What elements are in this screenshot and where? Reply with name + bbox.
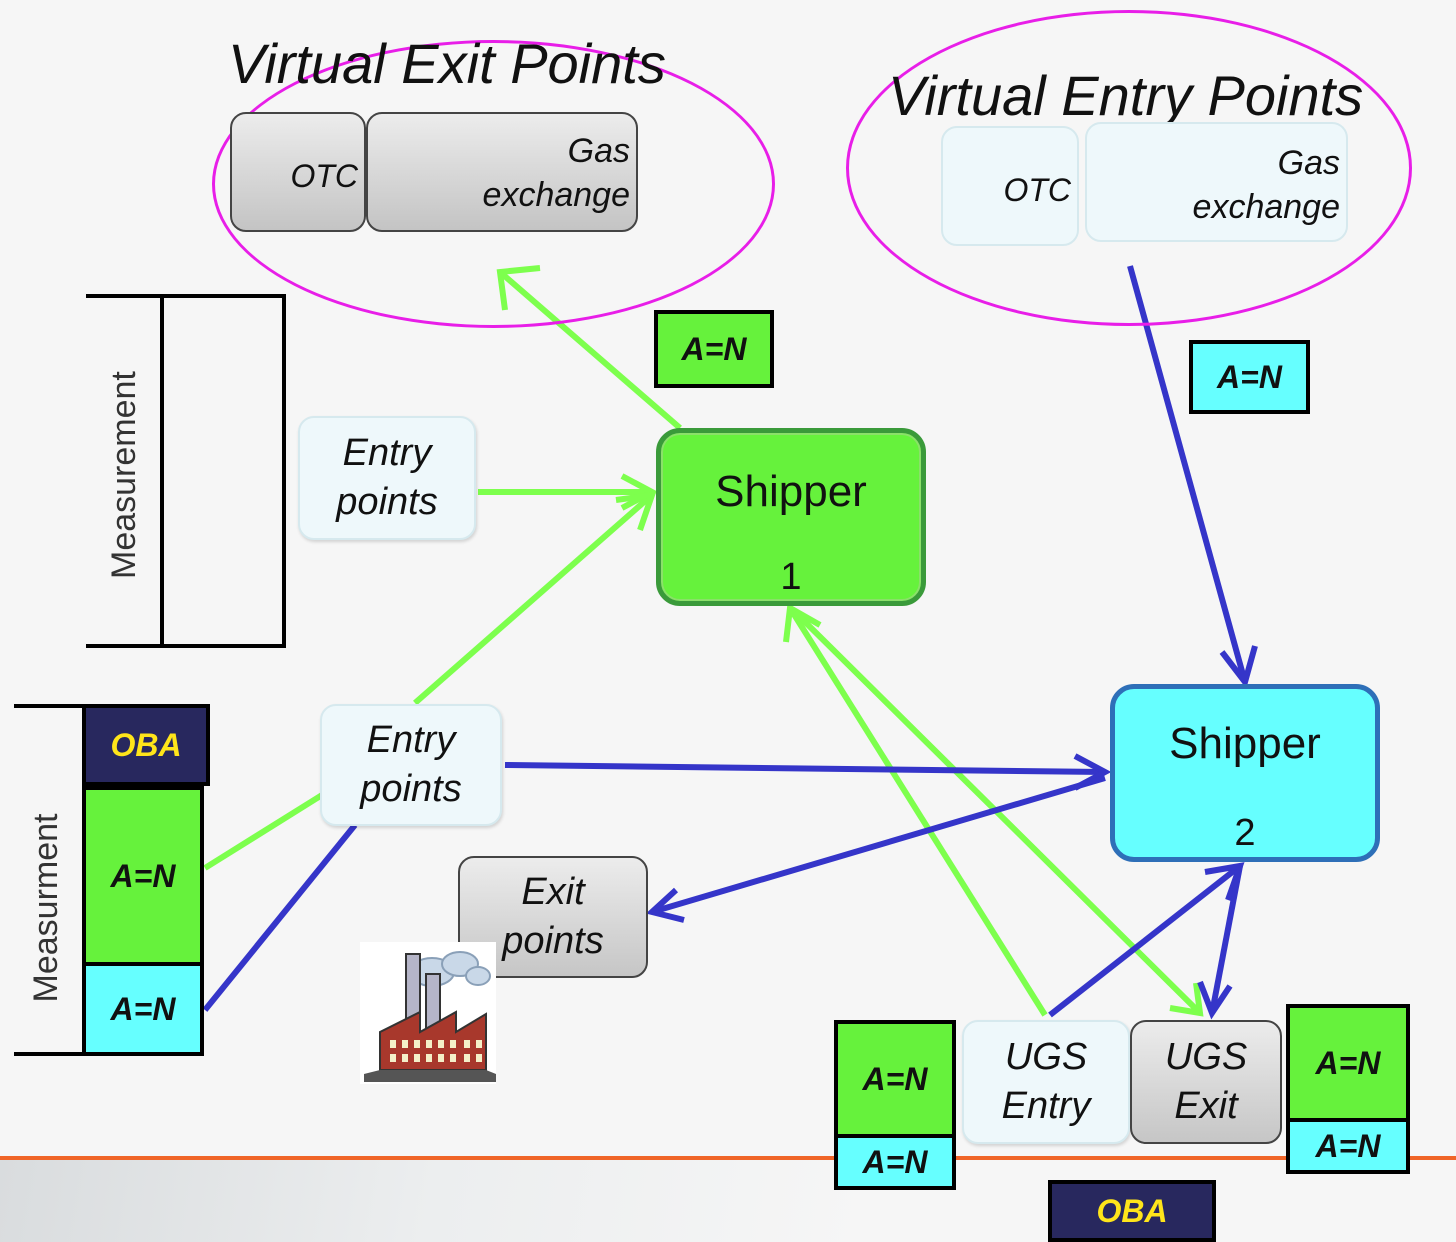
ugs-exit[interactable]: UGS Exit: [1130, 1020, 1282, 1144]
virtual-exit-otc: OTC: [230, 112, 366, 232]
entry-points-top[interactable]: Entry points: [298, 416, 476, 540]
arrow-shipper2-to-ugs-exit: [1209, 865, 1243, 1014]
exit-points-line2: points: [502, 920, 604, 962]
virtual-exit-gas-exchange: Gas exchange: [366, 112, 638, 232]
an-badge-ugs-entry-cyan: A=N: [834, 1134, 956, 1190]
entry-points-mid[interactable]: Entry points: [320, 704, 502, 826]
exit-points-line1: Exit: [521, 870, 585, 913]
exchange-label: exchange: [1192, 188, 1340, 226]
accent-line: [0, 1156, 1456, 1160]
virtual-exit-title: Virtual Exit Points: [228, 32, 666, 95]
shipper-1-number: 1: [780, 556, 802, 598]
entry-points-line2: points: [336, 481, 438, 523]
arrow-ugs-entry-to-shipper2: [1048, 863, 1242, 1018]
entry-points-line1: Entry: [342, 431, 432, 474]
ugs-entry[interactable]: UGS Entry: [962, 1020, 1130, 1144]
arrowhead: [615, 491, 657, 531]
an-badge-left-cyan: A=N: [82, 962, 204, 1056]
arrow-shipper2-to-exit: [651, 775, 1106, 915]
arrowhead: [1197, 980, 1233, 1020]
arrowhead: [1169, 982, 1204, 1017]
exchange-label: exchange: [482, 176, 630, 214]
an-badge-entry: A=N: [1189, 340, 1310, 414]
shipper-2-number: 2: [1234, 812, 1256, 854]
arrow-virtual-entry-to-shipper2: [1127, 265, 1248, 683]
shipper-1-name: Shipper: [715, 467, 867, 516]
ugs-exit-line2: Exit: [1174, 1085, 1238, 1127]
virtual-entry-gas-exchange: Gas exchange: [1085, 122, 1348, 242]
an-badge-left-green: A=N: [82, 786, 204, 966]
shipper-2-box[interactable]: Shipper 2: [1110, 684, 1380, 862]
an-badge-exit: A=N: [654, 310, 774, 388]
an-badge-ugs-entry-green: A=N: [834, 1020, 956, 1138]
gas-label: Gas: [1277, 144, 1340, 182]
an-badge-ugs-exit-cyan: A=N: [1286, 1118, 1410, 1174]
gas-label: Gas: [567, 132, 630, 170]
arrow-measurement-to-entry: [203, 792, 324, 871]
virtual-entry-otc: OTC: [941, 126, 1079, 246]
shipper-2-name: Shipper: [1169, 719, 1321, 768]
arrowhead: [783, 603, 822, 643]
factory-icon: [360, 942, 496, 1084]
arrow-measurement-to-entry-blue: [202, 823, 358, 1012]
measurement-bottom-label: Measurment: [27, 813, 65, 1003]
arrow-ugs-entry-to-shipper1: [787, 606, 1048, 1017]
virtual-entry-ellipse: [846, 10, 1412, 326]
arrow-entry-mid-to-shipper2: [504, 762, 1106, 775]
measurement-top-bracket: [86, 294, 286, 648]
measurement-top-label: Measurement: [105, 371, 143, 579]
shipper-1-box[interactable]: Shipper 1: [656, 428, 926, 606]
oba-badge-left: OBA: [82, 704, 210, 786]
otc-label: OTC: [290, 158, 358, 194]
ugs-entry-line1: UGS: [1004, 1035, 1088, 1078]
entry-points-line2: points: [360, 768, 462, 810]
arrow-entry-mid-to-shipper1: [413, 492, 654, 706]
oba-badge-bottom: OBA: [1048, 1180, 1216, 1242]
ugs-exit-line1: UGS: [1164, 1035, 1248, 1078]
arrowhead: [645, 887, 685, 923]
virtual-exit-ellipse: [212, 40, 775, 328]
arrowhead: [1219, 645, 1258, 689]
virtual-entry-title: Virtual Entry Points: [888, 64, 1364, 127]
otc-label: OTC: [1003, 172, 1071, 208]
ugs-entry-line2: Entry: [1001, 1085, 1091, 1127]
entry-points-line1: Entry: [366, 718, 456, 761]
an-badge-ugs-exit-green: A=N: [1286, 1004, 1410, 1122]
